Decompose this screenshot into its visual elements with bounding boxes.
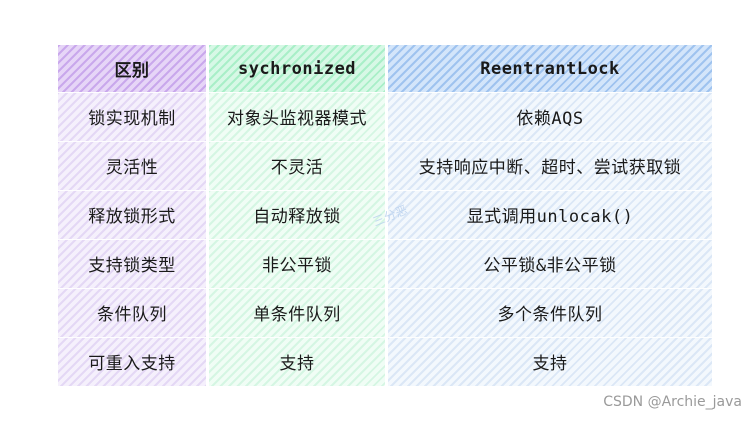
row-label: 释放锁形式: [58, 190, 206, 239]
row-label: 条件队列: [58, 288, 206, 337]
table-row: 灵活性 不灵活 支持响应中断、超时、尝试获取锁: [58, 141, 712, 190]
row-label: 可重入支持: [58, 337, 206, 386]
synchronized-value: 对象头监视器模式: [209, 92, 385, 141]
reentrantlock-value: 显式调用unlocak(): [388, 190, 712, 239]
reentrantlock-value: 依赖AQS: [388, 92, 712, 141]
table-header-row: 区别 sychronized ReentrantLock: [58, 45, 712, 92]
synchronized-value: 非公平锁: [209, 239, 385, 288]
reentrantlock-value: 多个条件队列: [388, 288, 712, 337]
csdn-credit: CSDN @Archie_java: [603, 394, 742, 410]
synchronized-value: 单条件队列: [209, 288, 385, 337]
row-label: 支持锁类型: [58, 239, 206, 288]
comparison-table: 区别 sychronized ReentrantLock 锁实现机制 对象头监视…: [55, 45, 715, 386]
header-cell-difference: 区别: [58, 45, 206, 92]
synchronized-value: 不灵活: [209, 141, 385, 190]
table-row: 释放锁形式 自动释放锁 显式调用unlocak(): [58, 190, 712, 239]
table-row: 可重入支持 支持 支持: [58, 337, 712, 386]
table-row: 支持锁类型 非公平锁 公平锁&非公平锁: [58, 239, 712, 288]
reentrantlock-value: 支持响应中断、超时、尝试获取锁: [388, 141, 712, 190]
reentrantlock-value: 支持: [388, 337, 712, 386]
row-label: 锁实现机制: [58, 92, 206, 141]
reentrantlock-value: 公平锁&非公平锁: [388, 239, 712, 288]
row-label: 灵活性: [58, 141, 206, 190]
synchronized-value: 支持: [209, 337, 385, 386]
header-cell-reentrantlock: ReentrantLock: [388, 45, 712, 92]
table-row: 锁实现机制 对象头监视器模式 依赖AQS: [58, 92, 712, 141]
table-row: 条件队列 单条件队列 多个条件队列: [58, 288, 712, 337]
header-cell-synchronized: sychronized: [209, 45, 385, 92]
synchronized-value: 自动释放锁: [209, 190, 385, 239]
